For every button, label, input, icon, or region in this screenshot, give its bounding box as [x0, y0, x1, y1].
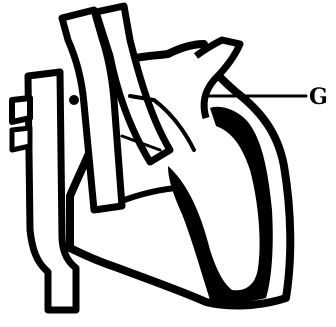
vena-cava-branch — [12, 98, 30, 122]
vena-cava-branch-lower — [12, 128, 30, 150]
vessel-dot — [69, 95, 79, 105]
label-g: G — [309, 84, 328, 110]
